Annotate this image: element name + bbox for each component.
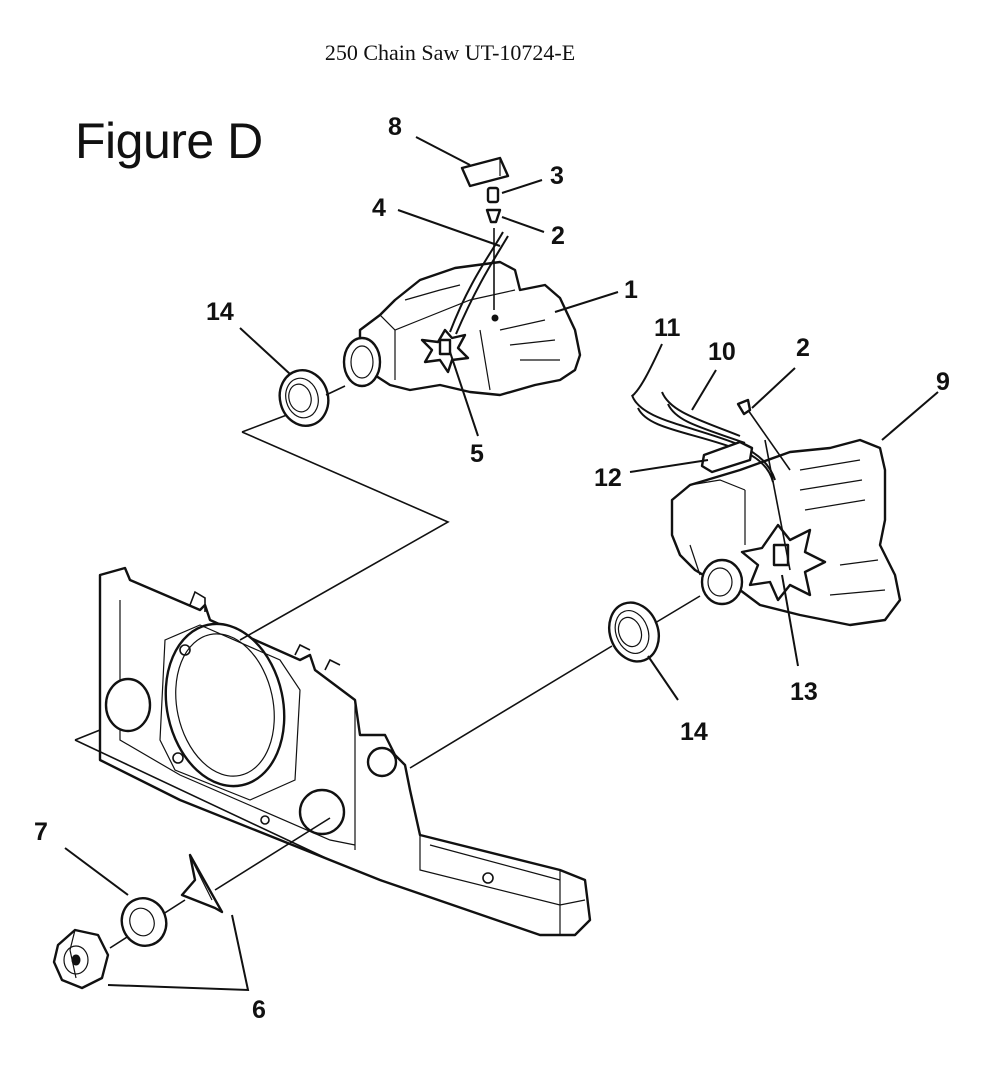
- callout-12: 12: [594, 464, 622, 492]
- callout-5: 5: [470, 440, 484, 468]
- assembly-line-frame-base: [74, 729, 331, 861]
- seal-14-upper: [278, 369, 346, 427]
- part-2-valve-a: [485, 208, 502, 224]
- document-header: 250 Chain Saw UT-10724-E: [324, 40, 576, 65]
- tank-part-9: [631, 391, 902, 627]
- callout-2-right: 2: [796, 334, 810, 362]
- seal-14-lower: [409, 595, 701, 769]
- callout-4: 4: [372, 194, 386, 222]
- part-7-washer: [120, 897, 168, 947]
- callout-1: 1: [624, 276, 638, 304]
- leader-lines: [64, 136, 939, 992]
- part-6-nut: [52, 928, 110, 990]
- callout-7: 7: [34, 818, 48, 846]
- callout-13: 13: [790, 678, 818, 706]
- callout-14-lower: 14: [680, 718, 708, 746]
- part-8-filter: [460, 156, 510, 188]
- callout-10: 10: [708, 338, 736, 366]
- callout-6: 6: [252, 996, 266, 1024]
- assembly-line-tank1: [239, 409, 450, 641]
- housing-frame: [98, 566, 592, 937]
- part-6-bracket: [180, 853, 224, 914]
- callout-11: 11: [654, 314, 681, 342]
- callout-8: 8: [388, 113, 402, 141]
- callout-3: 3: [550, 162, 564, 190]
- callout-labels: 8 3 2 4 1 14 5 11 10 2 9 12 13 14 7 6: [34, 113, 950, 1024]
- small-parts-top: [460, 156, 510, 224]
- callout-14-upper: 14: [206, 298, 234, 326]
- part-3-bushing: [486, 186, 500, 204]
- callout-9: 9: [936, 368, 950, 396]
- fastener-assembly: [52, 817, 331, 990]
- callout-2-upper: 2: [551, 222, 565, 250]
- figure-title: Figure D: [75, 113, 263, 169]
- tank-part-1: [342, 228, 582, 397]
